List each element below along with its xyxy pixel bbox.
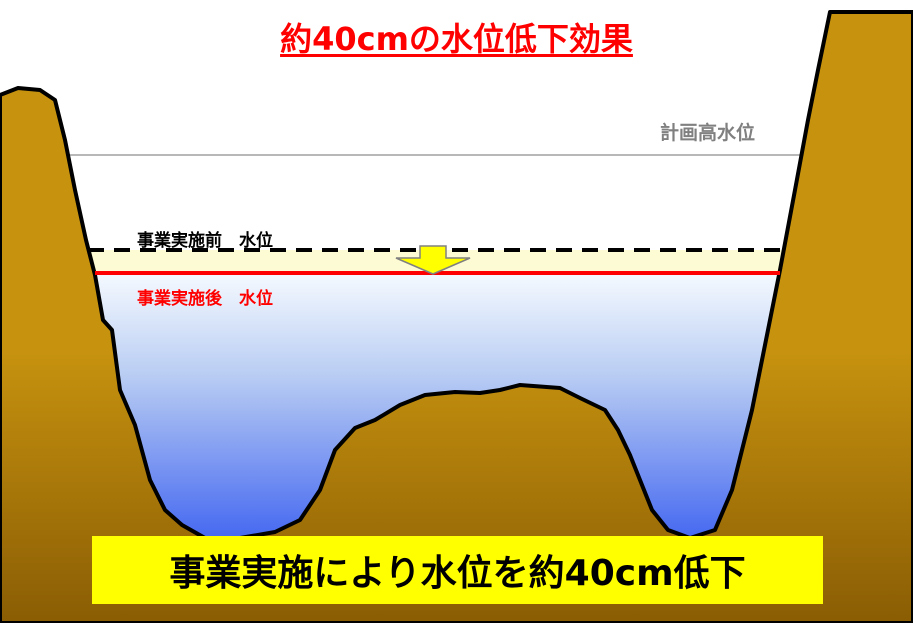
before-water-level-label: 事業実施前 水位 [137,231,273,251]
after-water-level-label: 事業実施後 水位 [137,289,273,309]
banner-box [92,536,823,604]
result-banner: 事業実施により水位を約40cm低下 [169,553,746,594]
diagram-title: 約40cmの水位低下効果 [280,20,633,58]
planned-high-water-label: 計画高水位 [660,122,756,144]
lowering-arrow-icon [395,245,471,275]
